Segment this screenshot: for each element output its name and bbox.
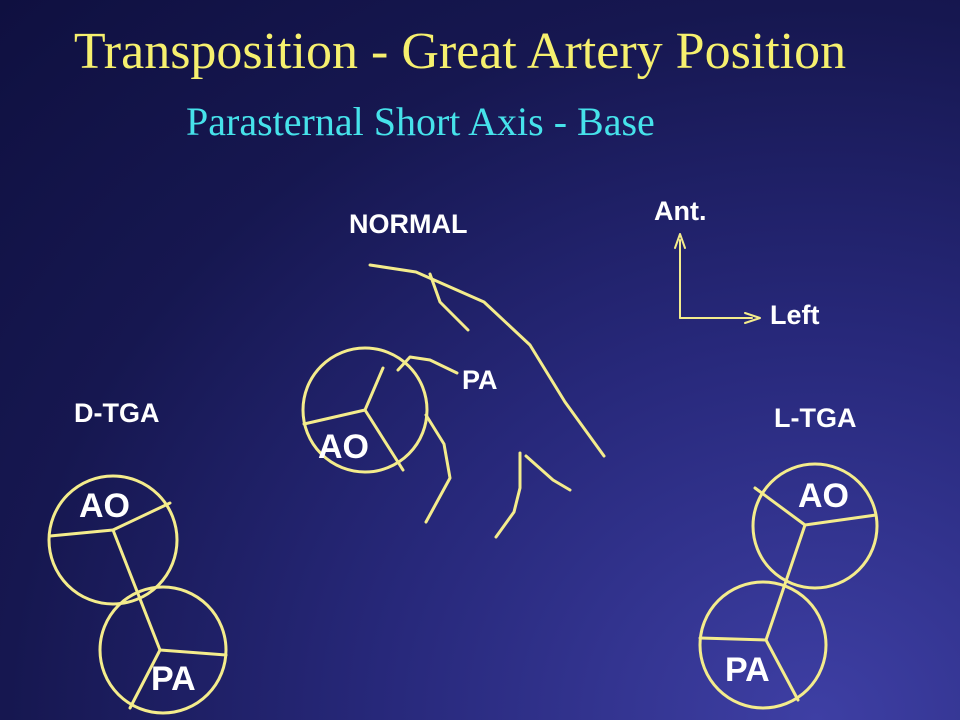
left-label: Left — [770, 300, 820, 330]
dtga-pa-label: PA — [151, 660, 196, 698]
dtga-heading: D-TGA — [74, 398, 160, 428]
dtga-ao-label: AO — [79, 487, 130, 525]
normal-pa-outline — [424, 413, 452, 524]
slide-title: Transposition - Great Artery Position — [73, 23, 847, 80]
normal-inner-stroke — [428, 272, 470, 332]
dtga-pa-circle — [98, 585, 228, 715]
normal-ventricle-left — [494, 451, 522, 539]
anterior-label: Ant. — [654, 196, 707, 226]
normal-ao-label: AO — [318, 428, 369, 466]
normal-diagram — [301, 263, 606, 539]
ltga-pa-circle — [698, 580, 828, 710]
ltga-aorta-valve-line-3 — [764, 523, 807, 642]
ltga-heading: L-TGA — [774, 403, 857, 433]
ltga-diagram — [698, 462, 879, 710]
dtga-aorta-valve-line-2 — [111, 501, 172, 532]
normal-pa-root — [396, 355, 459, 375]
normal-aorta-valve-line-2 — [302, 408, 367, 426]
ltga-aorta-valve-line-2 — [803, 513, 878, 527]
ltga-ao-label: AO — [798, 477, 849, 515]
ltga-aorta-valve-line-1 — [753, 486, 807, 527]
dtga-aorta-valve-line-1 — [48, 528, 115, 538]
normal-aorta-circle — [301, 346, 429, 474]
normal-heading: NORMAL — [349, 209, 468, 239]
normal-pa-label: PA — [462, 365, 498, 395]
ltga-pa-valve-line-2 — [764, 638, 800, 702]
dtga-pa-valve-line-1 — [158, 648, 228, 657]
slide-subtitle: Parasternal Short Axis - Base — [186, 99, 655, 144]
dtga-aorta-circle — [47, 474, 179, 606]
normal-aorta-valve-line-3 — [363, 408, 405, 472]
arrowhead-up — [674, 233, 686, 249]
normal-ventricle-right — [524, 454, 572, 492]
ltga-pa-valve-line-1 — [698, 636, 768, 642]
dtga-aorta-valve-line-3 — [111, 528, 162, 652]
orientation-axes — [674, 233, 761, 324]
dtga-pa-valve-line-2 — [128, 648, 162, 710]
normal-outline-top — [368, 263, 606, 458]
dtga-diagram — [47, 474, 228, 715]
normal-aorta-valve-line-1 — [363, 366, 385, 412]
arrowhead-right — [744, 312, 761, 324]
ltga-aorta-circle — [751, 462, 879, 590]
ltga-pa-label: PA — [725, 651, 770, 689]
